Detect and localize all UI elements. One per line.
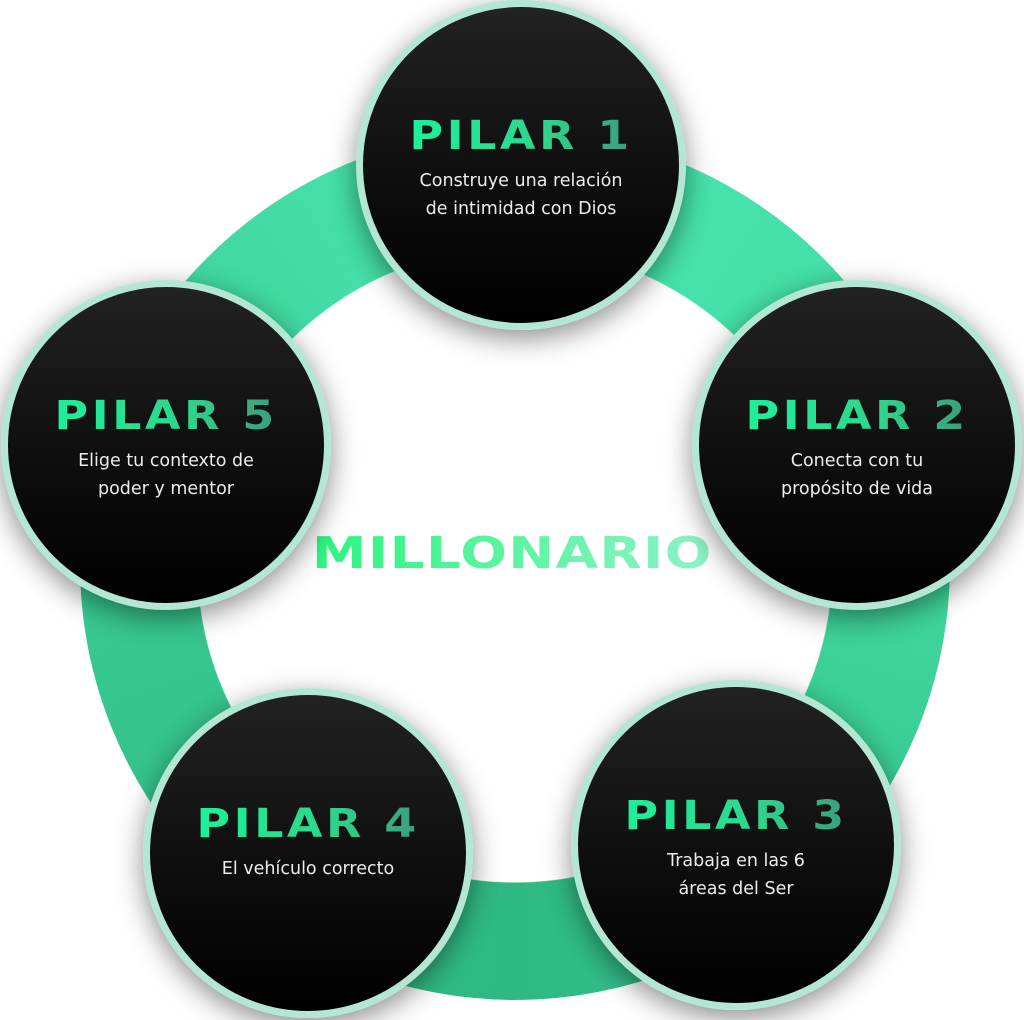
center-title: MILLONARIO	[311, 528, 713, 579]
pillar-title: PILAR 3	[624, 793, 848, 839]
pillar-title: PILAR 2	[745, 393, 969, 439]
pillar-description: El vehículo correcto	[221, 859, 395, 879]
pillar-title: PILAR 1	[409, 113, 633, 159]
pillar-title: PILAR 5	[54, 393, 278, 439]
pillar-4: PILAR 4 El vehículo correcto	[143, 688, 473, 1018]
pillar-title: PILAR 4	[196, 801, 420, 847]
